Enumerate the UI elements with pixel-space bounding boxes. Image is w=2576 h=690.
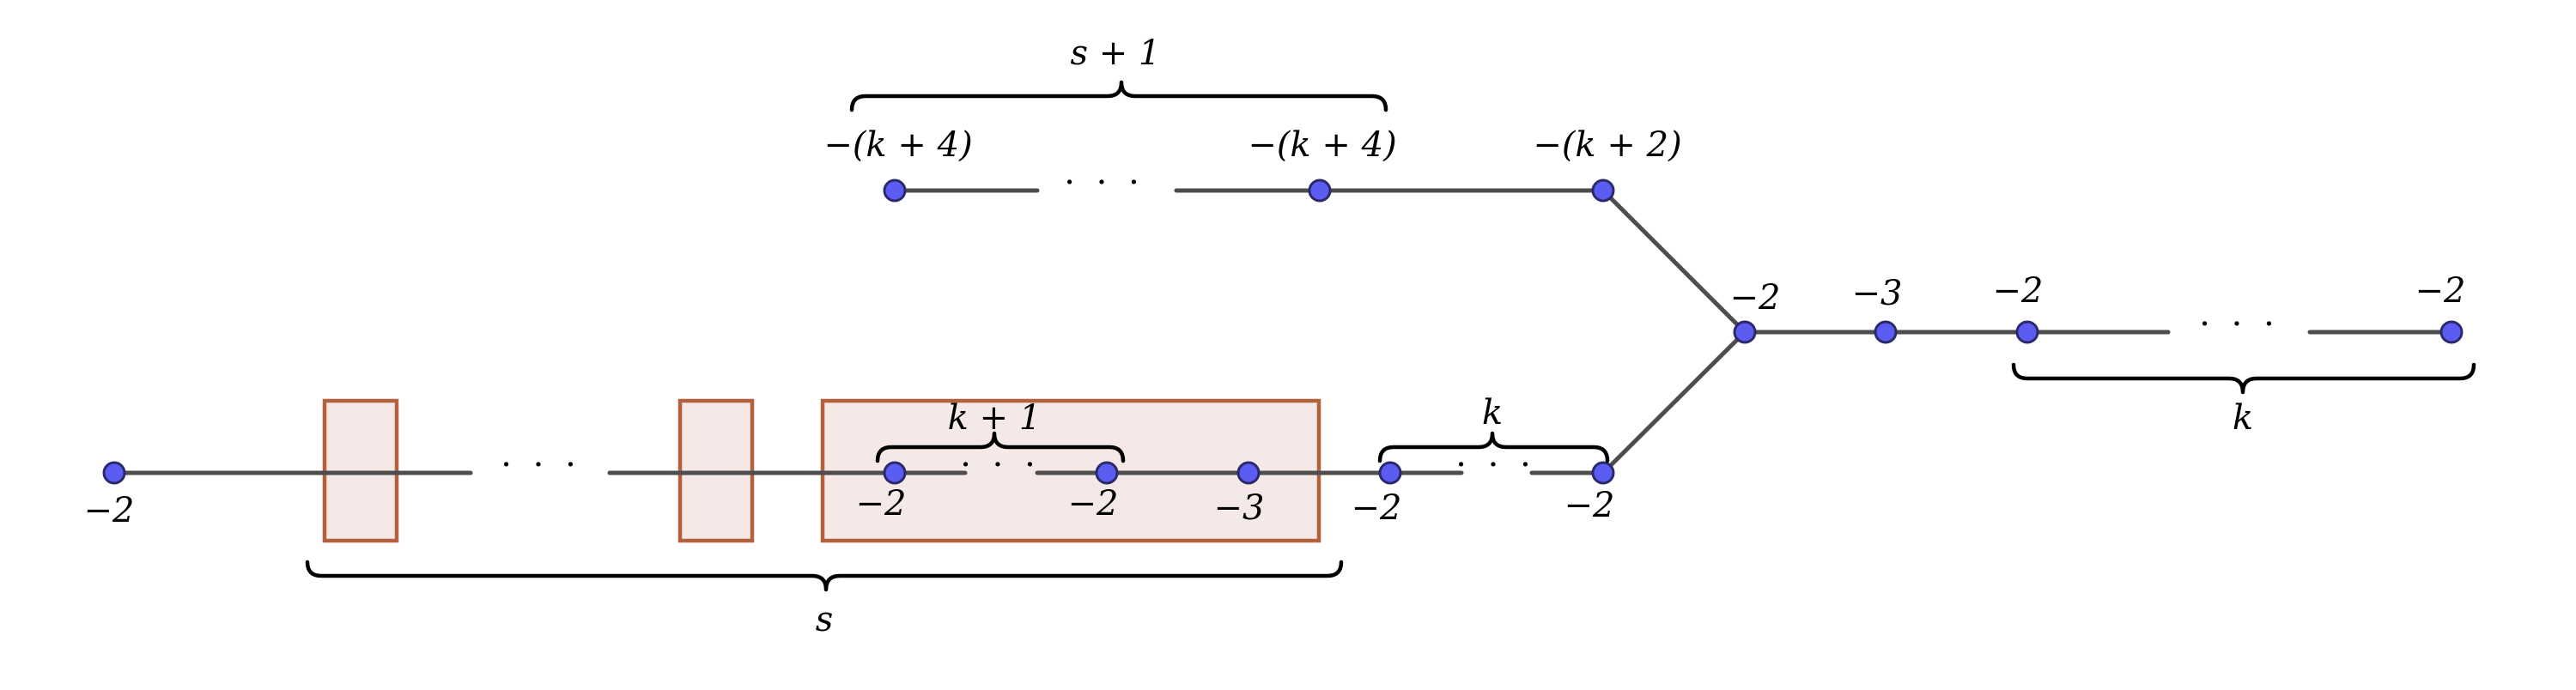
node-top-mid (1308, 179, 1332, 203)
brace-bottom-s (305, 560, 1344, 592)
node-bottom-out-2 (1591, 461, 1615, 485)
label-top-mid: −(k + 4) (1248, 125, 1396, 165)
node-bottom-out-1 (1378, 461, 1402, 485)
node-right-1 (1874, 320, 1898, 344)
node-bottom-inner-3 (1236, 461, 1261, 485)
node-right-end (2439, 320, 2464, 344)
brace-bottom-k (1377, 431, 1610, 463)
brace-inner (875, 431, 1126, 463)
brace-top (849, 80, 1388, 112)
label-bottom-out-1: −2 (1352, 488, 1402, 528)
label-bottom-left: −2 (84, 491, 135, 530)
label-top-left: −(k + 4) (823, 125, 972, 165)
node-hub (1733, 320, 1757, 344)
node-bottom-left (102, 461, 126, 485)
ellipsis-right: · · · (2199, 305, 2280, 344)
brace-label-bottom-s: s (816, 600, 834, 639)
label-bottom-inner-3: −3 (1214, 488, 1265, 528)
label-right-end: −2 (2415, 271, 2466, 311)
brace-label-right: k (2233, 398, 2253, 438)
label-bottom-out-2: −2 (1564, 486, 1615, 525)
ellipsis-inner-box: · · · (960, 445, 1041, 485)
brace-label-top: s + 1 (1071, 33, 1161, 73)
ellipsis-top: · · · (1064, 163, 1145, 203)
edge-hub-to-bottom (1601, 330, 1747, 475)
ellipsis-bottom-k: · · · (1455, 445, 1536, 485)
label-right-2: −2 (1993, 271, 2044, 311)
brace-label-bottom-k: k (1482, 393, 1503, 433)
node-bottom-inner-2 (1095, 461, 1119, 485)
label-bottom-inner-2: −2 (1068, 484, 1119, 524)
node-bottom-inner-1 (883, 461, 907, 485)
brace-right (2011, 362, 2476, 395)
node-top-right (1591, 179, 1615, 203)
label-hub: −2 (1730, 278, 1781, 318)
label-top-right: −(k + 2) (1533, 125, 1681, 165)
label-bottom-inner-1: −2 (856, 484, 907, 524)
label-right-1: −3 (1852, 274, 1903, 313)
ellipsis-bottom-chain: · · · (501, 445, 581, 485)
node-right-2 (2015, 320, 2039, 344)
edge-top-right-to-hub (1601, 188, 1747, 335)
brace-label-inner: k + 1 (948, 398, 1042, 438)
node-top-left (883, 179, 907, 203)
